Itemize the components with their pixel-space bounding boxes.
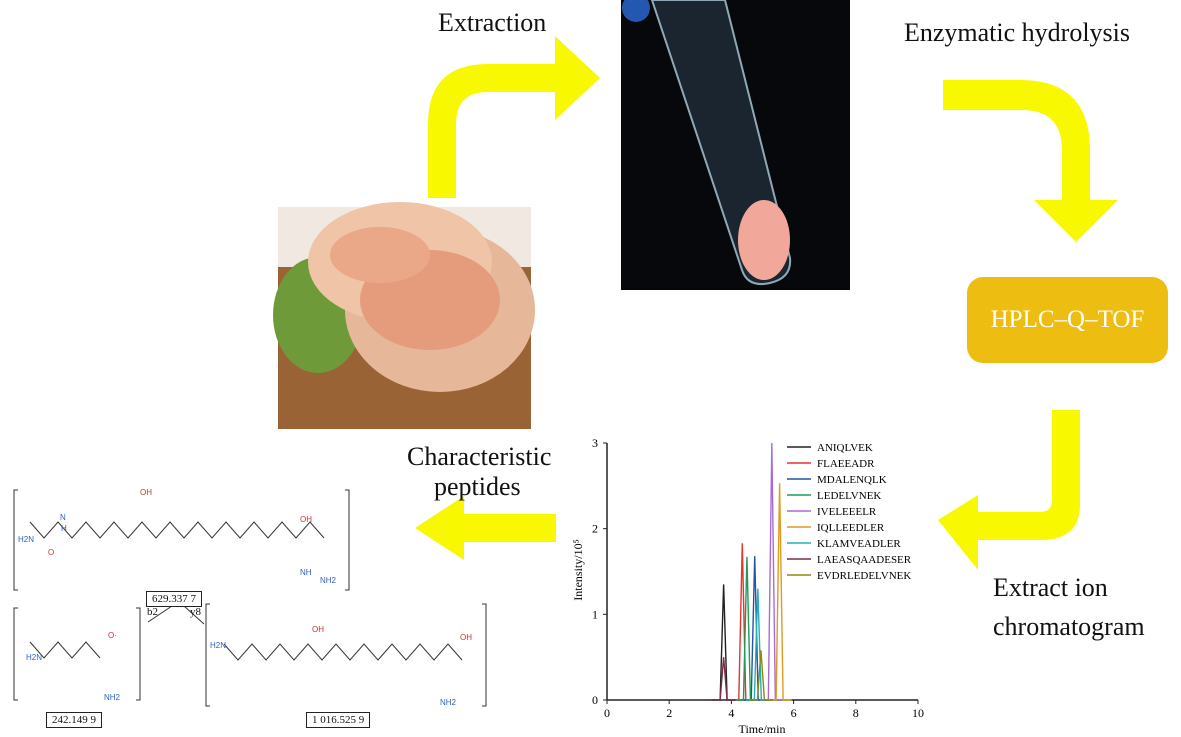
atom-label: H — [61, 524, 67, 533]
atom-label: O· — [108, 631, 117, 640]
atom-label: H2N — [18, 535, 34, 544]
x-tick-label: 6 — [791, 706, 797, 720]
atom-label: NH — [300, 568, 312, 577]
label-enzymatic-hydrolysis: Enzymatic hydrolysis — [904, 18, 1131, 47]
peak-evdrledelvnek — [748, 650, 773, 701]
arrow-extraction — [428, 36, 600, 198]
atom-label: NH2 — [104, 693, 121, 702]
precursor-mass: 629.337 7 — [146, 591, 202, 607]
hplc-label: HPLC–Q–TOF — [990, 306, 1145, 333]
peaks — [711, 442, 792, 701]
legend-label: FLAEEADR — [817, 458, 875, 470]
label-extraction: Extraction — [438, 8, 547, 37]
label-extract-ion: Extract ion — [993, 573, 1108, 602]
sample-test-tube-photo — [621, 0, 850, 290]
x-tick-label: 4 — [728, 706, 734, 720]
peptide-structure — [13, 489, 487, 707]
atom-label: H2N — [26, 653, 42, 662]
legend-label: MDALENQLK — [817, 474, 887, 486]
peak-flaeeadr — [730, 543, 755, 701]
label-peptides: peptides — [434, 472, 521, 501]
y-ion-label: y8 — [190, 606, 201, 618]
legend-label: LAEASQAADESER — [817, 554, 912, 566]
atom-label: OH — [140, 488, 152, 497]
x-tick-label: 2 — [666, 706, 672, 720]
peak-laeasqaadeser — [711, 657, 736, 701]
y-axis-label: Intensity/10⁵ — [571, 539, 585, 601]
hplc-box: HPLC–Q–TOF — [967, 277, 1168, 363]
legend-label: KLAMVEADLER — [817, 538, 901, 550]
arrow-characteristic — [415, 496, 556, 560]
legend-label: EVDRLEDELVNEK — [817, 570, 911, 582]
x-tick-label: 8 — [853, 706, 859, 720]
y-tick-label: 3 — [592, 436, 598, 450]
x-tick-label: 10 — [912, 706, 924, 720]
atom-label: NH2 — [440, 698, 457, 707]
x-ticks: 0 2 4 6 8 10 — [604, 700, 924, 720]
b2-mass: 242.149 9 — [46, 712, 102, 728]
peak-iqlleedler — [767, 483, 792, 701]
legend-label: ANIQLVEK — [817, 442, 873, 454]
label-chromatogram: chromatogram — [993, 612, 1145, 641]
atom-label: O — [48, 548, 54, 557]
atom-label: OH — [300, 515, 312, 524]
b-ion-label: b2 — [147, 606, 158, 618]
y8-mass: 1 016.525 9 — [306, 712, 371, 728]
peak-iveleeelr — [759, 442, 784, 701]
x-tick-label: 0 — [604, 706, 610, 720]
atom-label: OH — [460, 633, 472, 642]
label-characteristic: Characteristic — [407, 442, 552, 471]
y-tick-label: 0 — [592, 693, 598, 707]
y-ticks: 0 1 2 3 — [592, 436, 607, 707]
legend-label: LEDELVNEK — [817, 490, 881, 502]
arrow-to-chromatogram — [938, 410, 1080, 570]
peak-aniqlvek — [711, 584, 736, 701]
chart-legend: ANIQLVEK FLAEEADR MDALENQLK LEDELVNEK IVELEE… — [787, 442, 912, 582]
shrimp-patty-photo — [273, 202, 535, 429]
atom-label: H2N — [210, 641, 226, 650]
legend-label: IQLLEEDLER — [817, 522, 885, 534]
chromatogram: 0 2 4 6 8 10 0 1 2 3 ANIQLVEK FLAEEADR MDALENQLK LE… — [571, 436, 924, 736]
atom-label: NH2 — [320, 576, 337, 585]
atom-label: OH — [312, 625, 324, 634]
y-tick-label: 1 — [592, 607, 598, 621]
arrow-hydrolysis — [943, 80, 1118, 242]
legend-label: IVELEEELR — [817, 506, 877, 518]
y-tick-label: 2 — [592, 522, 598, 536]
atom-label: N — [60, 513, 66, 522]
x-axis-label: Time/min — [739, 722, 786, 736]
